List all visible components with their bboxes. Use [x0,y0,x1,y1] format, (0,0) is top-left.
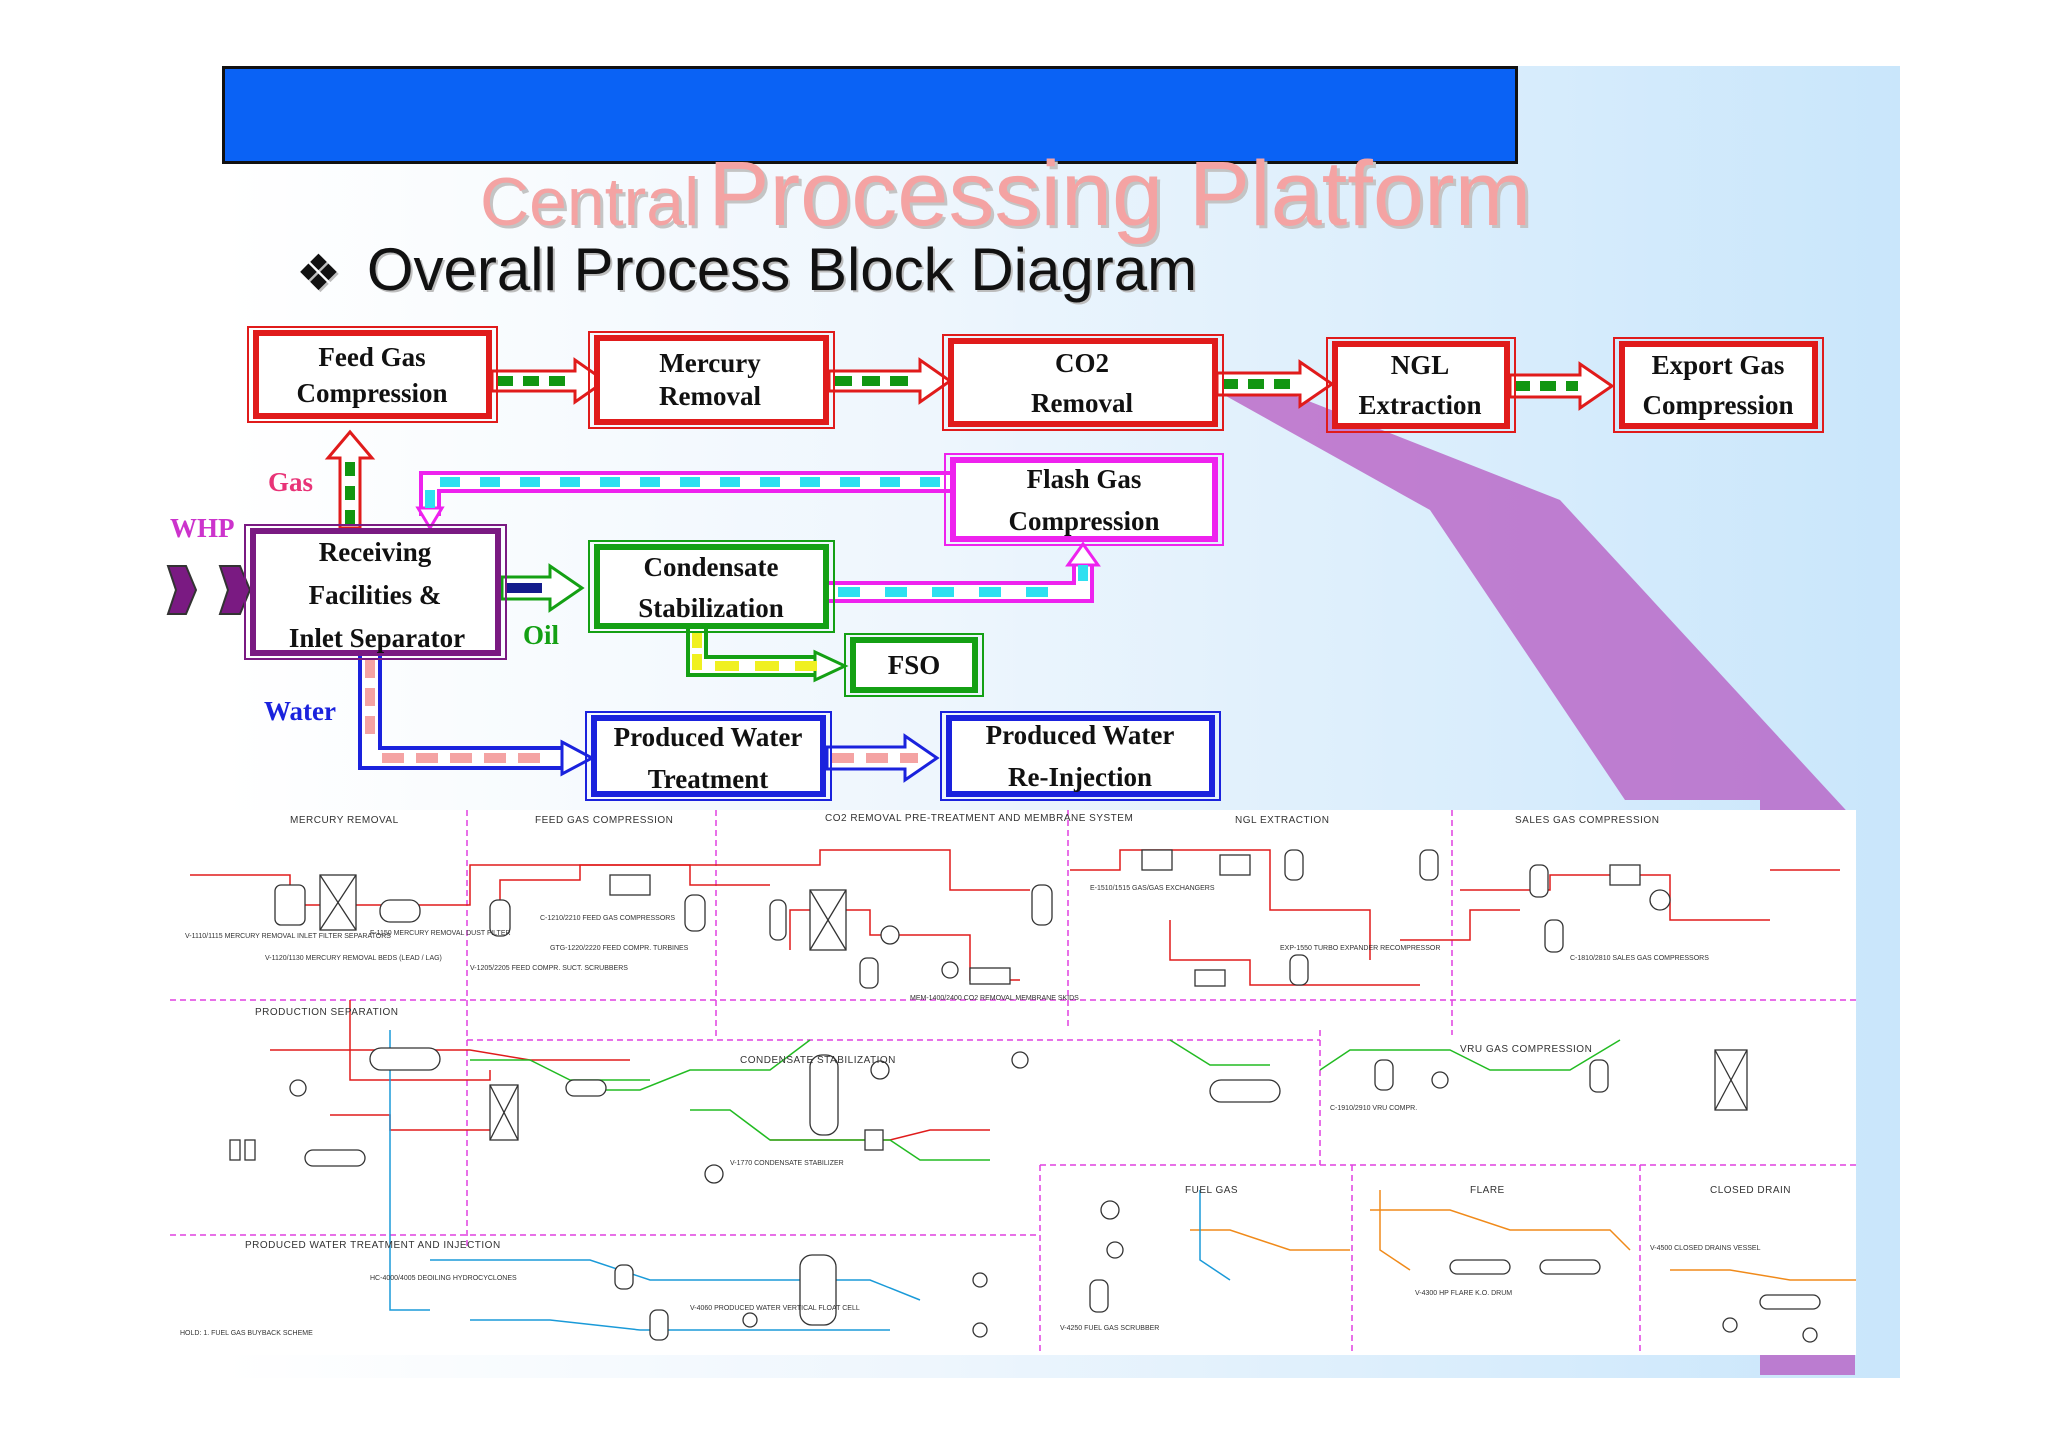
diamond-bullet-icon: ❖ [296,244,341,302]
title-part-2: Processing Platform [708,143,1532,245]
block-receiving-facilities: Receiving Facilities & Inlet Separator [244,524,507,660]
pfd-tag: V-1205/2205 FEED COMPR. SUCT. SCRUBBERS [470,965,628,972]
block-condensate-stabilization: Condensate Stabilization [588,540,835,633]
block-label-line: Receiving [319,537,432,567]
block-label-line: Mercury [659,348,761,378]
pfd-section-title: SALES GAS COMPRESSION [1515,815,1659,826]
pfd-note: HOLD: 1. FUEL GAS BUYBACK SCHEME [180,1330,313,1337]
pfd-section-title: PRODUCTION SEPARATION [255,1007,398,1018]
block-label-line: Re-Injection [1008,762,1152,792]
stream-arrow-oil-to-fso [686,628,849,683]
block-label-line: Facilities & [309,580,442,610]
label-whp: WHP [170,513,235,543]
block-label-line: FSO [888,650,941,680]
stream-arrow-gas [827,357,953,405]
block-export-gas-compression: Export Gas Compression [1613,337,1824,433]
block-label-line: Export Gas [1652,350,1785,380]
page-subtitle: ❖Overall Process Block Diagram [296,240,1197,300]
pfd-section-title: MERCURY REMOVAL [290,815,399,826]
whp-arrow-icon [166,565,198,615]
pfd-section-title: CLOSED DRAIN [1710,1185,1791,1196]
pfd-section-title: CO2 REMOVAL PRE-TREATMENT AND MEMBRANE S… [825,813,1133,824]
pfd-tag: V-1120/1130 MERCURY REMOVAL BEDS (LEAD /… [265,955,442,962]
pfd-tag: V-4300 HP FLARE K.O. DRUM [1415,1290,1512,1297]
block-label-line: Feed Gas [318,342,425,372]
block-label-line: Removal [1031,388,1133,418]
block-label-line: Compression [1642,390,1793,420]
block-ngl-extraction: NGL Extraction [1326,337,1516,433]
block-produced-water-treatment: Produced Water Treatment [585,711,832,801]
pfd-tag: HC-4000/4005 DEOILING HYDROCYCLONES [370,1275,517,1282]
pfd-section-title: FLARE [1470,1185,1505,1196]
pfd-tag: V-1770 CONDENSATE STABILIZER [730,1160,844,1167]
pfd-tag: C-1810/2810 SALES GAS COMPRESSORS [1570,955,1709,962]
block-mercury-removal: Mercury Removal [588,331,835,429]
title-bar [222,66,1518,164]
pfd-section-title: NGL EXTRACTION [1235,815,1329,826]
stream-arrow-gas-riser [324,429,376,530]
label-oil: Oil [523,620,560,650]
pfd-section-title: VRU GAS COMPRESSION [1460,1044,1592,1055]
block-label-line: Extraction [1359,390,1482,420]
block-label-line: Compression [296,378,447,408]
pfd-tag: F-1150 MERCURY REMOVAL DUST FILTER [370,930,511,937]
block-label-line: NGL [1391,350,1450,380]
pfd-tag: V-4060 PRODUCED WATER VERTICAL FLOAT CEL… [690,1305,860,1312]
block-label-line: Removal [659,381,761,411]
stream-arrow-flash-return [415,471,950,531]
block-label-line: Produced Water [614,722,803,752]
process-flow-diagram: MERCURY REMOVAL FEED GAS COMPRESSION CO2… [170,810,1856,1355]
block-produced-water-reinjection: Produced Water Re-Injection [940,711,1221,801]
block-label-line: Condensate [643,552,778,582]
stream-arrow-gas [1215,359,1335,409]
pfd-section-title: FUEL GAS [1185,1185,1238,1196]
pfd-tag: C-1910/2910 VRU COMPR. [1330,1105,1417,1112]
subtitle-text: Overall Process Block Diagram [366,236,1198,303]
block-fso: FSO [844,633,984,697]
block-co2-removal: CO2 Removal [942,334,1224,431]
pfd-section-title: CONDENSATE STABILIZATION [740,1055,896,1066]
pfd-tag: V-4250 FUEL GAS SCRUBBER [1060,1325,1159,1332]
block-flash-gas-compression: Flash Gas Compression [944,453,1224,546]
block-label-line: Flash Gas [1027,464,1142,494]
pfd-tag: EXP-1550 TURBO EXPANDER RECOMPRESSOR [1280,945,1440,952]
pfd-tag: E-1510/1515 GAS/GAS EXCHANGERS [1090,885,1215,892]
page-title: Central Processing Platform [480,148,1531,240]
pfd-tag: V-1110/1115 MERCURY REMOVAL INLET FILTER… [185,933,391,940]
stream-arrow-gas [1508,361,1615,411]
stream-arrow-flash-overhead [827,541,1101,603]
block-feed-gas-compression: Feed Gas Compression [247,326,498,423]
title-part-1: Central [480,164,700,240]
whp-arrow-icon [218,565,252,615]
pfd-tag: GTG-1220/2220 FEED COMPR. TURBINES [550,945,689,952]
pfd-section-title: FEED GAS COMPRESSION [535,815,673,826]
pfd-tag: V-4500 CLOSED DRAINS VESSEL [1650,1245,1761,1252]
pfd-tag: C-1210/2210 FEED GAS COMPRESSORS [540,915,675,922]
block-label-line: Compression [1008,506,1159,536]
block-label-line: Stabilization [638,593,784,623]
block-label-line: CO2 [1055,348,1109,378]
block-label-line: Produced Water [986,720,1175,750]
block-label-line: Inlet Separator [289,623,465,653]
stream-arrow-water [358,652,596,777]
pfd-tag: MEM-1400/2400 CO2 REMOVAL MEMBRANE SKIDS [910,995,1079,1002]
label-gas: Gas [268,467,313,497]
label-water: Water [264,696,336,726]
stream-arrow-oil [500,563,585,613]
stream-arrow-water-injection [825,733,940,783]
pfd-section-title: PRODUCED WATER TREATMENT AND INJECTION [245,1240,501,1251]
block-label-line: Treatment [648,764,768,794]
